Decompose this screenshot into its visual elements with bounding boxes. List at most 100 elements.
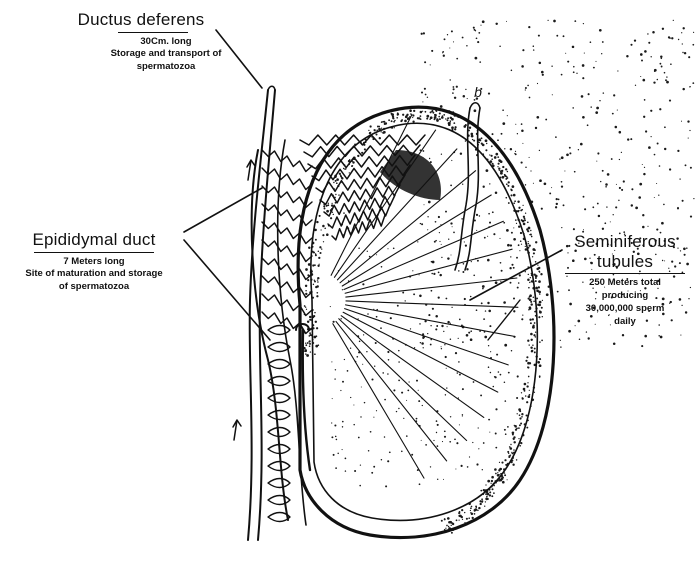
stipple-dot (326, 205, 328, 207)
septum-line (345, 249, 512, 293)
stipple-dot (419, 483, 421, 485)
stipple-dot (345, 458, 347, 460)
stipple-dot (654, 197, 655, 198)
stipple-dot (553, 20, 556, 23)
stipple-dot (335, 369, 336, 370)
stipple-dot (420, 115, 422, 117)
stipple-dot (430, 344, 432, 346)
stipple-dot (677, 150, 679, 152)
stipple-dot (343, 212, 345, 214)
stipple-dot (416, 380, 418, 382)
stipple-dot (528, 309, 530, 311)
stipple-dot (349, 172, 350, 173)
stipple-dot (441, 244, 442, 245)
stipple-dot (334, 424, 336, 426)
stipple-dot (513, 238, 516, 241)
stipple-dot (485, 493, 487, 495)
stipple-dot (670, 63, 672, 65)
stipple-dot (501, 270, 503, 272)
stipple-dot (499, 462, 500, 463)
stipple-dot (353, 424, 355, 426)
stipple-dot (461, 465, 463, 467)
stipple-dot (384, 436, 386, 438)
stipple-dot (506, 183, 508, 185)
stipple-dot (663, 204, 665, 206)
stipple-dot (427, 333, 428, 334)
stipple-dot (504, 148, 505, 149)
stipple-dot (508, 181, 510, 183)
stipple-dot (478, 427, 479, 428)
stipple-dot (508, 456, 510, 458)
stipple-dot (431, 50, 433, 52)
stipple-dot (489, 325, 491, 327)
stipple-dot (693, 32, 694, 33)
stipple-dot (309, 345, 311, 347)
stipple-dot (496, 354, 498, 356)
stipple-dot (450, 117, 452, 119)
ductus-deferens-function: Storage and transport of spermatozoa (86, 48, 246, 74)
stipple-dot (426, 115, 429, 118)
stipple-dot (512, 433, 514, 435)
stipple-dot (473, 381, 475, 383)
stipple-dot (617, 70, 618, 71)
stipple-dot (422, 405, 423, 406)
stipple-dot (459, 511, 461, 513)
stipple-dot (534, 322, 536, 324)
stipple-dot (432, 112, 434, 114)
stipple-dot (477, 510, 479, 512)
stipple-dot (525, 271, 526, 272)
stipple-dot (425, 444, 427, 446)
stipple-dot (473, 27, 475, 29)
stipple-dot (479, 61, 481, 63)
stipple-dot (505, 433, 507, 435)
stipple-dot (366, 351, 367, 352)
stipple-dot (481, 498, 483, 500)
stipple-dot (452, 92, 454, 94)
stipple-dot (450, 222, 452, 224)
stipple-dot (381, 131, 382, 132)
stipple-dot (417, 241, 418, 242)
tail-coil (268, 411, 290, 420)
stipple-dot (317, 344, 319, 346)
stipple-dot (579, 338, 581, 340)
stipple-dot (478, 448, 479, 449)
stipple-dot (504, 382, 506, 384)
stipple-dot (654, 70, 656, 72)
stipple-dot (354, 470, 356, 472)
stipple-dot (656, 229, 658, 231)
stipple-dot (647, 226, 648, 227)
stipple-dot (540, 273, 542, 275)
stipple-dot (507, 115, 508, 116)
stipple-dot (488, 310, 491, 313)
stipple-dot (438, 297, 440, 299)
stipple-dot (666, 81, 669, 84)
stipple-dot (433, 440, 434, 441)
stipple-dot (483, 186, 485, 188)
stipple-dot (511, 350, 512, 351)
stipple-dot (455, 352, 457, 354)
stipple-dot (549, 192, 551, 194)
stipple-dot (493, 386, 495, 388)
stipple-dot (419, 274, 420, 275)
stipple-dot (340, 175, 342, 177)
stipple-dot (502, 176, 505, 179)
stipple-dot (511, 452, 512, 453)
stipple-dot (471, 506, 473, 508)
stipple-dot (518, 226, 520, 228)
stipple-dot (537, 264, 538, 265)
stipple-dot (435, 221, 437, 223)
stipple-dot (334, 378, 335, 379)
stipple-dot (541, 208, 543, 210)
stipple-dot (529, 318, 531, 320)
stipple-dot (574, 171, 576, 173)
stipple-dot (574, 20, 576, 22)
stipple-dot (469, 456, 470, 457)
stipple-dot (583, 23, 584, 24)
stipple-dot (578, 149, 579, 150)
stipple-dot (338, 194, 339, 195)
coiled-duct (262, 168, 312, 190)
stipple-dot (635, 85, 636, 86)
seminiferous-function-2: 30,000,000 sperm (555, 303, 695, 316)
stipple-dot (352, 165, 353, 166)
stipple-dot (514, 153, 515, 154)
